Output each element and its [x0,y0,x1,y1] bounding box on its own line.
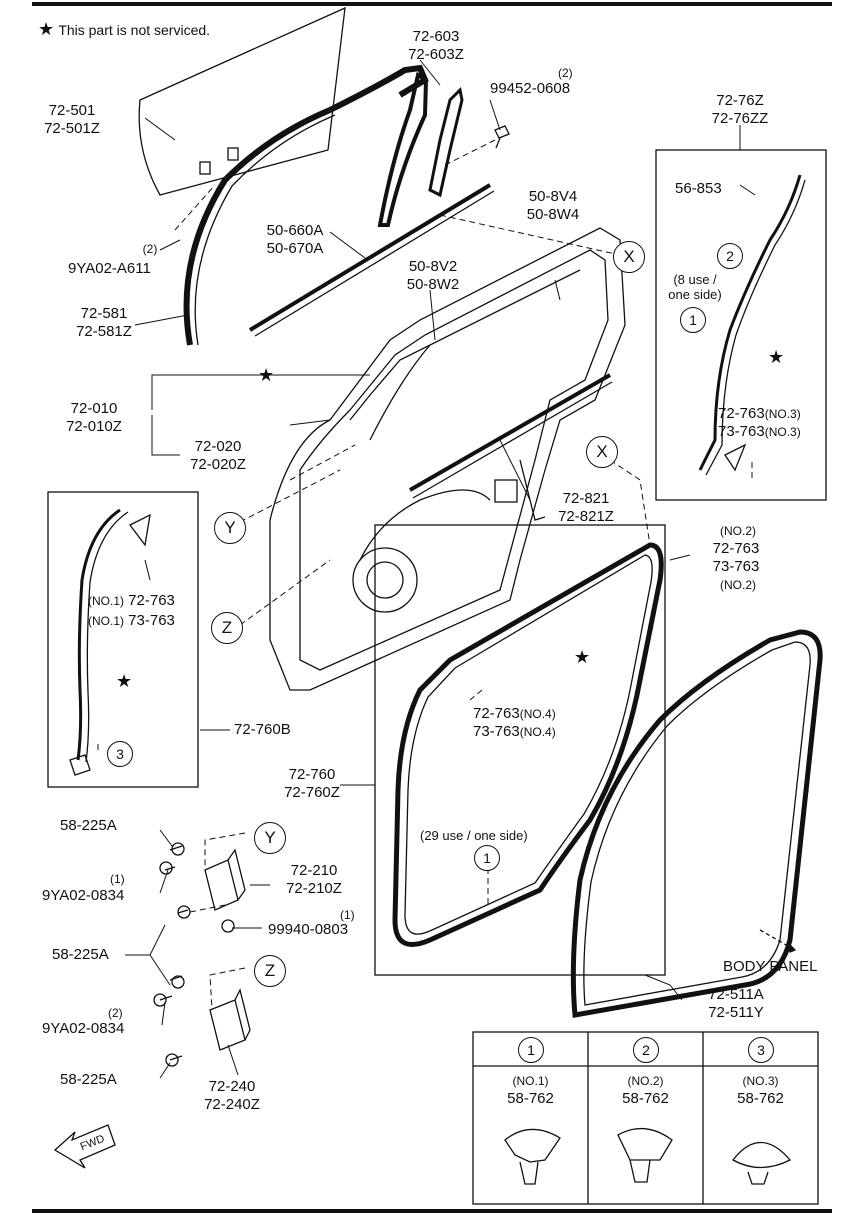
label-58-225a-top: 58-225A [60,817,117,834]
bottom-rule [32,1209,832,1213]
label-72-763-no4: 72-763(NO.4) [473,705,556,722]
legend-clip-2: (NO.2)58-762 [622,1074,669,1107]
top-rule [32,2,832,6]
callout-2: 2 [717,243,743,269]
glass-clip [227,147,239,161]
star-icon: ★ [116,671,133,691]
callout-z: Z [211,612,243,644]
body-panel-label: BODY PANEL [723,958,818,975]
legend-num-3: 3 [748,1037,774,1063]
legend-clip-3: (NO.3)58-762 [737,1074,784,1107]
label-72-763-no3: 72-763(NO.3) [718,405,801,422]
inner-belt-molding [409,373,611,492]
seal-strip-rear [76,508,121,761]
glass-run-channel [183,64,429,346]
label-9ya02-0834-b: 9YA02-0834 [42,1020,125,1037]
callout-1: 1 [680,307,706,333]
legend-clip-1: (NO.1)58-762 [507,1074,554,1107]
door-glass [138,6,346,196]
qty-9ya02-0834-b: (2) [108,1006,123,1020]
not-serviced-note: ★ This part is not serviced. [38,19,211,39]
clip-no3-icon [732,1142,792,1185]
glass-clip [199,161,211,175]
callout-1: 1 [474,845,500,871]
label-99452-0608: 99452-0608 [490,80,571,97]
label-58-225a-mid: 58-225A [52,946,109,963]
callout-y: Y [254,822,286,854]
clip-no2-icon [617,1128,673,1183]
label-73-763-no3: 73-763(NO.3) [718,423,801,440]
callout-y: Y [214,512,246,544]
legend-num-1: 1 [518,1037,544,1063]
qty-99452: (2) [558,66,573,80]
no2-top: (NO.2) [720,524,756,538]
legend-num-2: 2 [633,1037,659,1063]
callout-z: Z [254,955,286,987]
star-icon: ★ [768,347,785,367]
callout-x: X [586,436,618,468]
star-icon: ★ [38,19,55,39]
lower-hinge [209,988,251,1051]
label-73-763-no4: 73-763(NO.4) [473,723,556,740]
door-outer-panel [269,227,626,691]
fwd-arrow-icon [53,1124,116,1169]
belt-molding-outer [248,183,492,332]
label-72-763-no1: (NO.1) 72-763 [88,592,175,609]
clip-no1-icon [504,1128,561,1185]
qty-9ya02-0834-a: (1) [110,872,125,886]
label-58-225a-bottom: 58-225A [60,1071,117,1088]
bolt [494,125,510,149]
callout-x: X [613,241,645,273]
label-73-763-no1: (NO.1) 73-763 [88,612,175,629]
label-56-853: 56-853 [675,180,722,197]
qty-9ya02-a611: (2) [142,242,158,256]
label-99940-0803: 99940-0803 [268,921,349,938]
door-weatherstrip [392,542,664,947]
star-icon: ★ [574,647,591,667]
no2-bottom: (NO.2) [720,578,756,592]
qty-99940: (1) [340,908,355,922]
use-count-29: (29 use / one side) [420,828,528,843]
sash-rear [428,86,464,198]
upper-hinge [204,848,246,911]
label-9ya02-a611: 9YA02-A611 [68,260,151,277]
sash-upper [377,71,429,227]
star-icon: ★ [258,365,275,385]
callout-3: 3 [107,741,133,767]
seal-strip-front [698,174,802,471]
use-count-8: (8 use /one side) [668,272,722,302]
label-72-760b: 72-760B [234,721,291,738]
body-opening-seal [570,629,823,1018]
label-9ya02-0834-a: 9YA02-0834 [42,887,125,904]
